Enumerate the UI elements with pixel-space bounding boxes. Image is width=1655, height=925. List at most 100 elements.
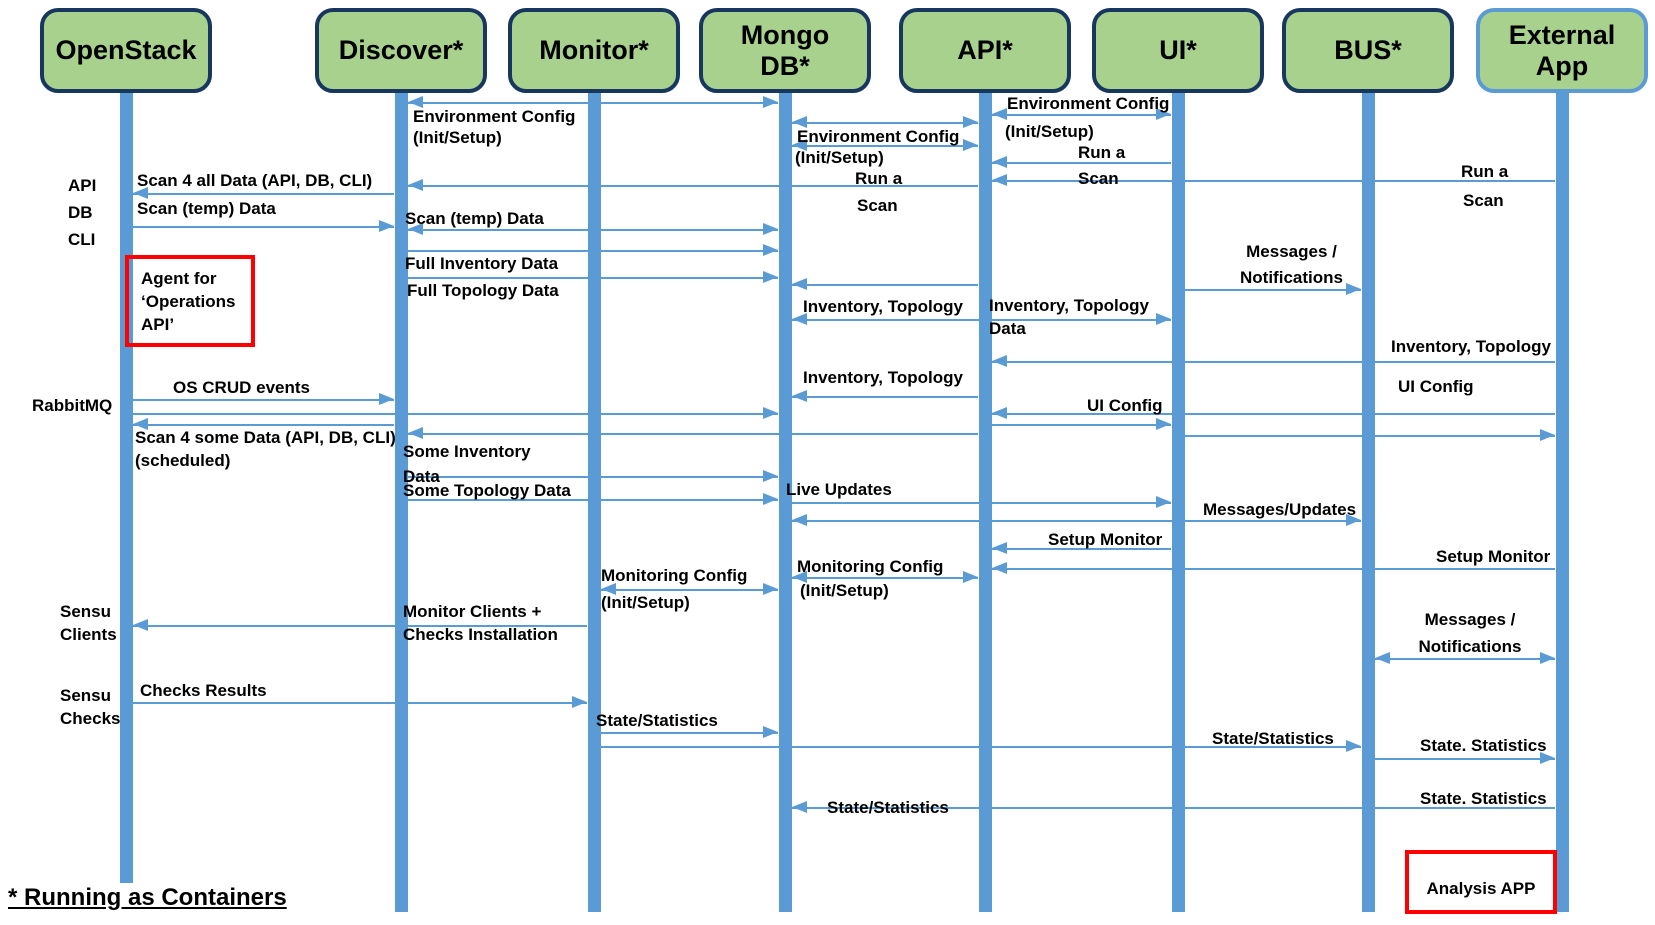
- message-arrow: [792, 396, 978, 398]
- message-label: State/Statistics: [596, 711, 718, 730]
- arrowhead-right-icon: [763, 470, 778, 482]
- arrowhead-right-icon: [1540, 652, 1555, 664]
- actor-box-mongodb: Mongo DB*: [699, 8, 871, 93]
- arrowhead-left-icon: [992, 174, 1007, 186]
- arrowhead-right-icon: [763, 493, 778, 505]
- message-label: Inventory, Topology Data: [989, 296, 1149, 338]
- message-label: (Init/Setup): [800, 581, 889, 600]
- lifeline-external-app: [1555, 88, 1569, 912]
- arrowhead-left-icon: [792, 313, 807, 325]
- lifeline-ui: [1171, 88, 1185, 912]
- message-arrow: [408, 476, 778, 478]
- message-arrow: [792, 807, 1555, 809]
- message-label: Scan: [1463, 191, 1504, 210]
- arrowhead-left-icon: [408, 179, 423, 191]
- arrowhead-left-icon: [992, 562, 1007, 574]
- actor-box-ui: UI*: [1092, 8, 1264, 93]
- message-label: State/Statistics: [827, 798, 949, 817]
- message-label: Messages / Notifications: [1418, 610, 1522, 656]
- arrowhead-right-icon: [1156, 108, 1171, 120]
- message-label: Some Topology Data: [403, 481, 571, 500]
- message-label: Setup Monitor: [1436, 547, 1551, 566]
- arrowhead-right-icon: [763, 407, 778, 419]
- message-arrow: [992, 568, 1555, 570]
- message-arrow: [601, 746, 1361, 748]
- arrowhead-right-icon: [1156, 313, 1171, 325]
- arrowhead-right-icon: [1156, 496, 1171, 508]
- arrowhead-right-icon: [379, 393, 394, 405]
- message-arrow: [601, 732, 778, 734]
- message-label: UI Config: [1398, 377, 1474, 396]
- message-label: Messages / Notifications: [1240, 242, 1343, 287]
- message-arrow: [133, 424, 394, 426]
- message-arrow: [792, 319, 1171, 321]
- message-arrow: [133, 226, 394, 228]
- message-arrow: [992, 361, 1555, 363]
- message-label: Environment Config: [413, 107, 576, 126]
- message-label: Monitoring Config: [797, 557, 944, 576]
- message-label: Environment Config: [1007, 94, 1170, 113]
- arrowhead-left-icon: [792, 390, 807, 402]
- arrowhead-left-icon: [1375, 652, 1390, 664]
- message-arrow: [1185, 289, 1361, 291]
- lifeline-bus: [1361, 88, 1375, 912]
- message-label: Scan (temp) Data: [137, 199, 276, 218]
- message-label: Checks Results: [140, 681, 267, 700]
- message-arrow: [792, 502, 1171, 504]
- message-label: Scan: [857, 196, 898, 215]
- actor-box-api: API*: [899, 8, 1071, 93]
- message-label: Scan 4 all Data (API, DB, CLI): [137, 171, 373, 190]
- arrowhead-left-icon: [408, 427, 423, 439]
- message-arrow: [1185, 435, 1555, 437]
- actor-box-discover: Discover*: [315, 8, 487, 93]
- arrowhead-left-icon: [133, 187, 148, 199]
- message-arrow: [133, 193, 394, 195]
- arrowhead-right-icon: [763, 223, 778, 235]
- arrowhead-left-icon: [992, 407, 1007, 419]
- message-label: (Init/Setup): [1005, 122, 1094, 141]
- message-label: Scan: [1078, 169, 1119, 188]
- arrowhead-left-icon: [601, 583, 616, 595]
- arrowhead-left-icon: [792, 571, 807, 583]
- message-label: RabbitMQ: [32, 396, 113, 415]
- message-arrow: [792, 284, 978, 286]
- footnote: * Running as Containers: [8, 884, 287, 911]
- message-label: (Init/Setup): [795, 148, 884, 167]
- arrowhead-left-icon: [792, 514, 807, 526]
- callout-agent-operations-api: Agent for ‘Operations API’: [125, 255, 255, 347]
- message-label: Scan (temp) Data: [405, 209, 544, 228]
- message-label: (Init/Setup): [601, 593, 690, 612]
- lifeline-discover: [394, 88, 408, 912]
- lifeline-openstack: [119, 88, 133, 883]
- message-arrow: [992, 424, 1171, 426]
- arrowhead-right-icon: [763, 244, 778, 256]
- message-arrow: [992, 114, 1171, 116]
- arrowhead-right-icon: [763, 96, 778, 108]
- message-arrow: [792, 122, 978, 124]
- message-label: Run a: [855, 169, 903, 188]
- arrowhead-left-icon: [792, 139, 807, 151]
- message-arrow: [992, 162, 1171, 164]
- arrowhead-left-icon: [792, 116, 807, 128]
- message-arrow: [133, 625, 587, 627]
- arrowhead-left-icon: [792, 278, 807, 290]
- arrowhead-left-icon: [992, 156, 1007, 168]
- message-arrow: [601, 589, 778, 591]
- arrowhead-right-icon: [572, 696, 587, 708]
- message-arrow: [408, 499, 778, 501]
- message-arrow: [792, 577, 978, 579]
- actor-box-monitor: Monitor*: [508, 8, 680, 93]
- arrowhead-right-icon: [963, 116, 978, 128]
- message-label: Full Inventory Data: [405, 254, 559, 273]
- message-label: OS CRUD events: [173, 378, 310, 397]
- arrowhead-right-icon: [1346, 514, 1361, 526]
- arrowhead-right-icon: [1540, 752, 1555, 764]
- message-label: Full Topology Data: [407, 281, 559, 300]
- message-label: (scheduled): [135, 451, 231, 470]
- message-label: Inventory, Topology: [1391, 337, 1551, 356]
- arrowhead-left-icon: [408, 223, 423, 235]
- arrowhead-left-icon: [992, 108, 1007, 120]
- arrowhead-right-icon: [379, 220, 394, 232]
- message-label: Some Inventory Data: [403, 442, 531, 486]
